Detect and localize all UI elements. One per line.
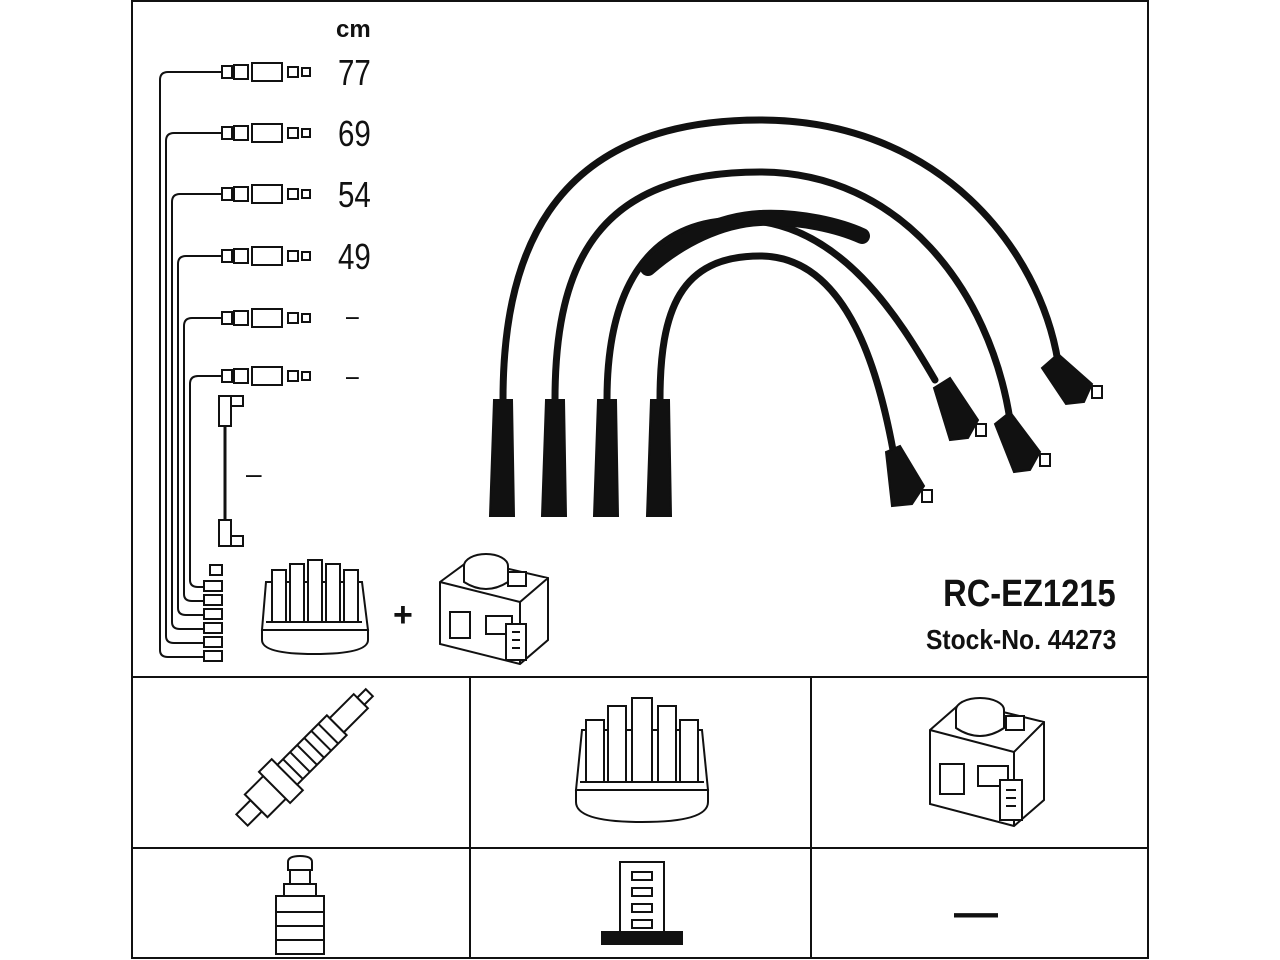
distributor-cap-icon xyxy=(574,697,710,824)
ignition-coil-small-icon xyxy=(439,553,549,666)
legend-connectors xyxy=(221,62,311,386)
unit-label: cm xyxy=(336,16,371,43)
coil-lead-length: – xyxy=(246,458,262,489)
cable-length-1: 77 xyxy=(338,52,371,93)
distributor-cap-connector-icon xyxy=(601,861,683,945)
insulator-none-dash: — xyxy=(954,888,998,937)
length-legend xyxy=(159,71,223,662)
distributor-cap-small-icon xyxy=(260,559,370,656)
cable-length-6: – xyxy=(346,360,359,391)
spark-plug-icon xyxy=(234,687,375,828)
cable-length-5: – xyxy=(346,300,359,331)
ignition-coil-icon xyxy=(929,697,1045,828)
cable-length-2: 69 xyxy=(338,113,371,154)
stock-number: Stock-No. 44273 xyxy=(925,624,1116,655)
ignition-cable-set-icon xyxy=(499,116,1062,454)
coil-lead-icon xyxy=(218,395,244,547)
frame xyxy=(131,0,1149,959)
plus-sign: + xyxy=(393,596,413,634)
part-number: RC-EZ1215 xyxy=(943,573,1116,615)
cable-boots xyxy=(488,352,1103,517)
cable-length-3: 54 xyxy=(338,174,371,215)
cable-length-4: 49 xyxy=(338,236,371,277)
spark-plug-connector-icon xyxy=(275,854,325,955)
